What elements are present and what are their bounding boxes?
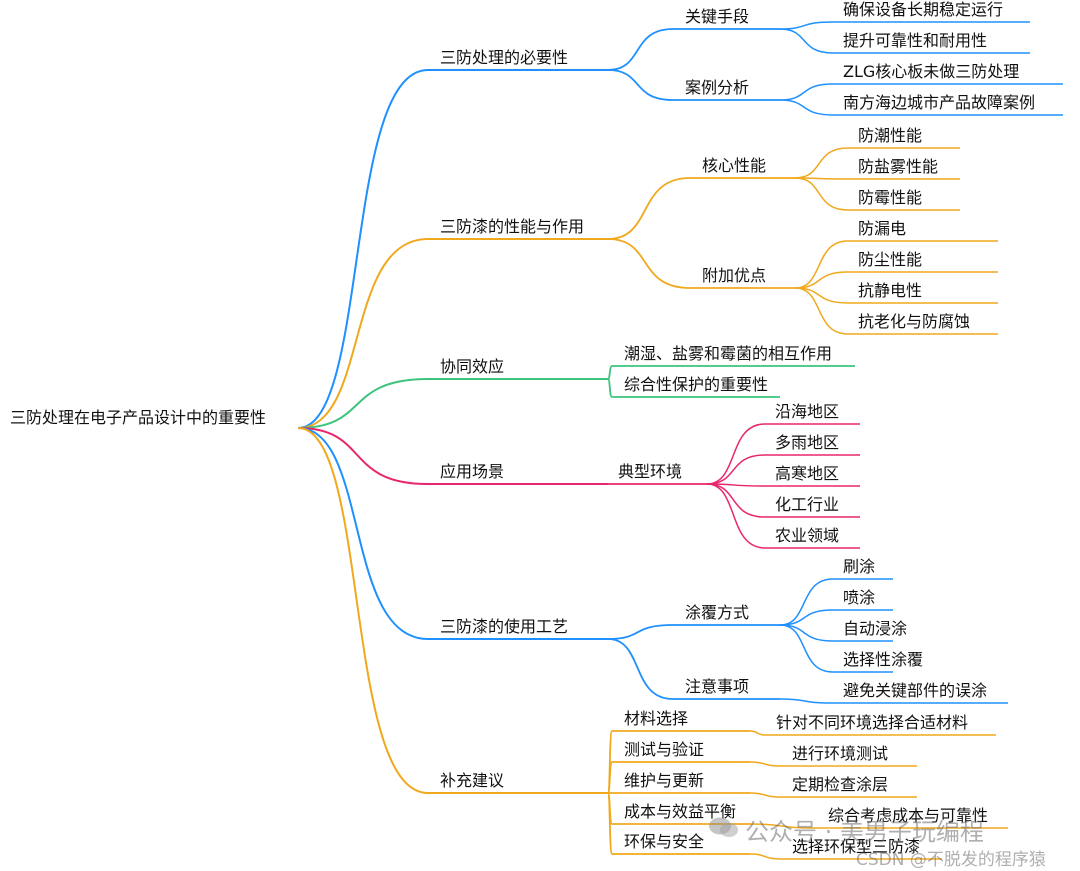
- connector-sub-leaf: [779, 83, 834, 101]
- root-topic: 三防处理在电子产品设计中的重要性: [10, 408, 267, 427]
- connector-sub-leaf: [749, 792, 783, 798]
- leaf-label: 进行环境测试: [792, 744, 889, 763]
- connector-sub-leaf: [706, 454, 766, 485]
- leaf-label: 高寒地区: [775, 464, 840, 483]
- leaf-label: ZLG核心板未做三防处理: [843, 62, 1020, 81]
- leaf-label: 抗静电性: [858, 281, 923, 300]
- sub-topic-label: 测试与验证: [624, 740, 705, 759]
- leaf-label: 沿海地区: [775, 402, 840, 421]
- connector-sub-leaf: [794, 287, 849, 304]
- sub-topic-label: 环保与安全: [624, 832, 705, 851]
- connector-sub-leaf: [779, 624, 834, 673]
- leaf-label: 选择环保型三防漆: [792, 837, 921, 856]
- sub-topic-label: 潮湿、盐雾和霉菌的相互作用: [624, 344, 833, 363]
- connector-root-branch: [297, 238, 429, 429]
- branch-label: 三防漆的使用工艺: [440, 617, 569, 636]
- branch-label: 应用场景: [440, 462, 505, 481]
- sub-topic-label: 综合性保护的重要性: [624, 375, 769, 394]
- connector-sub-leaf: [779, 99, 834, 116]
- watermark-wechat: 公众号 · 美男子玩编程: [745, 818, 984, 846]
- sub-topic-label: 案例分析: [685, 78, 750, 97]
- leaf-label: 防霉性能: [858, 188, 923, 207]
- sub-topic-label: 典型环境: [618, 462, 683, 481]
- leaf-label: 防尘性能: [858, 250, 923, 269]
- connector-sub-leaf: [706, 423, 766, 485]
- connector-sub-leaf: [779, 21, 834, 30]
- leaf-label: 防潮性能: [858, 126, 923, 145]
- connector-branch-sub: [607, 792, 613, 855]
- leaf-label: 喷涂: [843, 588, 876, 607]
- connector-branch-sub: [607, 624, 674, 640]
- sub-topic-label: 材料选择: [624, 709, 689, 728]
- leaf-label: 多雨地区: [775, 433, 840, 452]
- connector-sub-leaf: [794, 147, 849, 179]
- sub-topic-label: 关键手段: [685, 7, 750, 26]
- connector-branch-sub: [607, 638, 674, 700]
- leaf-label: 防漏电: [858, 219, 907, 238]
- connector-sub-leaf: [794, 177, 849, 211]
- branch-label: 补充建议: [440, 771, 505, 790]
- connector-sub-leaf: [749, 853, 783, 860]
- connector-branch-sub: [607, 378, 613, 398]
- connector-sub-leaf: [706, 483, 766, 549]
- connector-sub-leaf: [794, 240, 849, 289]
- connector-branch-sub: [607, 238, 691, 289]
- connector-sub-leaf: [779, 698, 834, 704]
- connector-branch-sub: [607, 28, 674, 71]
- leaf-label: 选择性涂覆: [843, 650, 924, 669]
- connector-sub-leaf: [794, 287, 849, 335]
- sub-topic-label: 维护与更新: [624, 771, 705, 790]
- leaf-label: 抗老化与防腐蚀: [858, 312, 971, 331]
- leaf-label: 综合考虑成本与可靠性: [828, 806, 989, 825]
- leaf-label: 防盐雾性能: [858, 157, 939, 176]
- connector-sub-leaf: [779, 578, 834, 626]
- sub-topic-label: 核心性能: [702, 156, 767, 175]
- connector-sub-leaf: [706, 483, 766, 518]
- connector-root-branch: [297, 427, 429, 485]
- connector-sub-leaf: [794, 271, 849, 289]
- sub-topic-label: 附加优点: [702, 266, 767, 285]
- sub-topic-label: 成本与效益平衡: [624, 802, 737, 821]
- leaf-label: 确保设备长期稳定运行: [843, 0, 1004, 19]
- connector-sub-leaf: [749, 823, 819, 829]
- connector-sub-leaf: [779, 624, 834, 642]
- connector-sub-leaf: [749, 730, 767, 736]
- connector-sub-leaf: [779, 28, 834, 54]
- wechat-icon: [709, 817, 738, 837]
- connector-sub-leaf: [706, 483, 766, 487]
- connector-sub-leaf: [779, 609, 834, 626]
- leaf-label: 避免关键部件的误涂: [843, 681, 988, 700]
- leaf-label: 南方海边城市产品故障案例: [843, 93, 1036, 112]
- branch-label: 三防处理的必要性: [440, 48, 569, 67]
- connector-branch-sub: [607, 365, 613, 380]
- connector-root-branch: [297, 69, 429, 429]
- sub-topic-label: 涂覆方式: [685, 603, 750, 622]
- connector-root-branch: [297, 427, 429, 794]
- leaf-label: 化工行业: [775, 495, 840, 514]
- connector-root-branch: [297, 378, 429, 429]
- connector-branch-sub: [607, 177, 691, 240]
- leaf-label: 定期检查涂层: [792, 775, 889, 794]
- leaf-label: 针对不同环境选择合适材料: [776, 713, 969, 732]
- branch-label: 三防漆的性能与作用: [440, 217, 585, 236]
- leaf-label: 刷涂: [843, 557, 876, 576]
- sub-topic-label: 注意事项: [685, 677, 750, 696]
- connector-root-branch: [297, 427, 429, 640]
- leaf-label: 自动浸涂: [843, 619, 908, 638]
- leaf-label: 农业领域: [775, 526, 840, 545]
- connector-sub-leaf: [749, 761, 783, 767]
- connector-branch-sub: [607, 69, 674, 101]
- leaf-label: 提升可靠性和耐用性: [843, 31, 988, 50]
- watermark-csdn: CSDN @不脱发的程序猿: [856, 850, 1046, 870]
- branch-label: 协同效应: [440, 357, 505, 376]
